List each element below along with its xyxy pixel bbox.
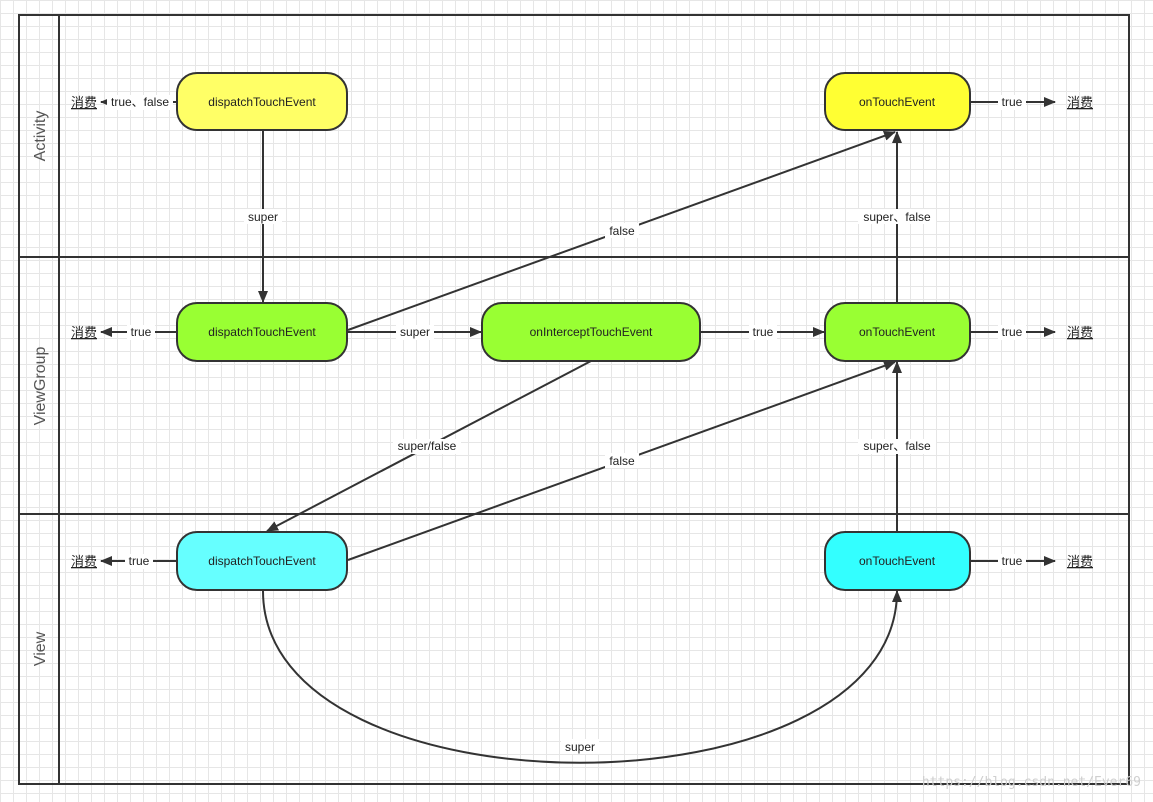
edge-label-vg-dispatch-to-intercept: super	[400, 325, 430, 339]
edge-label-view-dispatch-to-vg-touch: false	[609, 454, 635, 468]
lane-label-view: View	[32, 631, 49, 666]
edge-label-intercept-to-view: super/false	[398, 439, 457, 453]
edge-label-vg-touch-to-act: super、false	[863, 210, 931, 224]
edge-label-act-dispatch-out: true、false	[111, 95, 169, 109]
edge-label-vg-touch-out: true	[1002, 325, 1023, 339]
consume-label-act-dispatch: 消费	[71, 96, 97, 111]
edge-label-intercept-to-vg-touch: true	[753, 325, 774, 339]
consume-label-vg-touch: 消费	[1067, 326, 1093, 341]
node-activity-dispatch: dispatchTouchEvent	[176, 72, 348, 131]
watermark: https://blog.csdn.net/Ever69	[922, 775, 1141, 790]
node-label: onInterceptTouchEvent	[530, 325, 653, 339]
consume-label-act-touch: 消费	[1067, 96, 1093, 111]
edge-view-dispatch-to-view-touch	[262, 590, 902, 764]
edge-label-act-touch-out: true	[1002, 95, 1023, 109]
node-label: onTouchEvent	[859, 554, 936, 568]
edge-label-view-dispatch-out: true	[129, 554, 150, 568]
consume-labels: 消费 消费 消费 消费 消费 消费	[71, 96, 1093, 570]
edge-labels: true、false true super super、false false …	[107, 95, 1026, 754]
edge-label-view-dispatch-to-touch: super	[565, 740, 595, 754]
edge-label-view-touch-to-vg: super、false	[863, 439, 931, 453]
node-label: dispatchTouchEvent	[208, 554, 316, 568]
consume-label-vg-dispatch: 消费	[71, 326, 97, 341]
edge-label-view-touch-out: true	[1002, 554, 1023, 568]
node-viewgroup-dispatch: dispatchTouchEvent	[176, 302, 348, 362]
node-view-touch: onTouchEvent	[824, 531, 971, 591]
node-viewgroup-touch: onTouchEvent	[824, 302, 971, 362]
consume-label-view-dispatch: 消费	[71, 555, 97, 570]
lane-label-activity: Activity	[32, 111, 49, 162]
consume-label-view-touch: 消费	[1067, 555, 1093, 570]
node-label: dispatchTouchEvent	[208, 95, 316, 109]
edge-label-vg-dispatch-to-act-touch: false	[609, 224, 635, 238]
lane-label-viewgroup: ViewGroup	[32, 346, 49, 425]
node-label: dispatchTouchEvent	[208, 325, 316, 339]
node-activity-touch: onTouchEvent	[824, 72, 971, 131]
node-label: onTouchEvent	[859, 95, 936, 109]
edges	[100, 97, 1056, 764]
node-label: onTouchEvent	[859, 325, 936, 339]
swimlane-frame	[18, 14, 1130, 785]
node-view-dispatch: dispatchTouchEvent	[176, 531, 348, 591]
edge-label-vg-dispatch-out: true	[131, 325, 152, 339]
edge-label-act-dispatch-to-vg: super	[248, 210, 278, 224]
node-viewgroup-intercept: onInterceptTouchEvent	[481, 302, 701, 362]
